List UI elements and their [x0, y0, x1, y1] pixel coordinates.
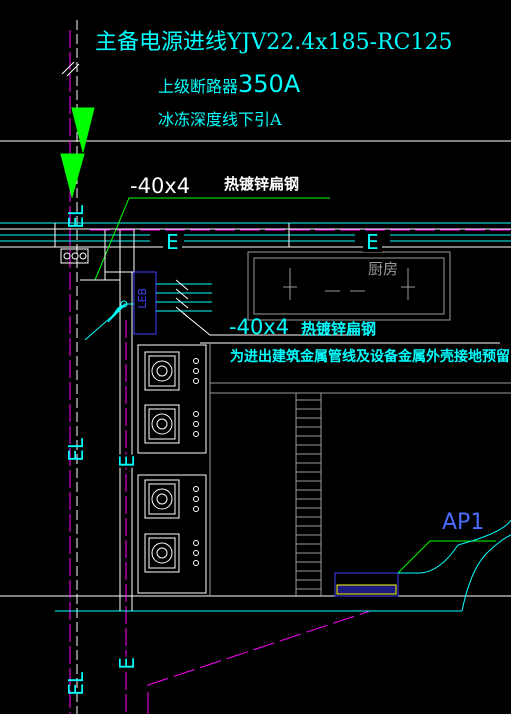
upper-breaker-label: 上级断路器350A — [158, 72, 300, 96]
flat-steel-size-1: -40x4 — [130, 174, 191, 198]
leb-box — [133, 271, 157, 335]
flat-steel-label-2: 热镀锌扁钢 — [301, 320, 377, 338]
green-arrow-2 — [60, 153, 85, 199]
kitchen-box — [247, 251, 451, 321]
stove-icon — [144, 404, 199, 444]
flat-steel-leader-green — [94, 197, 330, 281]
frost-depth-label: 冰冻深度线下引A — [158, 110, 282, 129]
magenta-diagonal — [147, 610, 371, 714]
flat-steel-leader-white — [182, 312, 360, 336]
e-label-vertical-2: E — [115, 657, 139, 670]
e-label-vertical-1: E — [115, 455, 139, 468]
stove-icon — [144, 533, 199, 573]
el-label-mid: EL — [64, 438, 88, 462]
kitchen-box-inner — [253, 257, 445, 315]
kitchen-label: 厨房 — [368, 260, 399, 278]
e-label-horizontal-2: E — [363, 232, 382, 252]
hatch-2 — [175, 288, 189, 300]
stove-icon — [144, 479, 199, 519]
e-label-horizontal-1: E — [163, 232, 182, 252]
leb-label: LEB — [136, 288, 149, 309]
ladder-rungs — [296, 399, 321, 590]
right-curve-wall-2 — [461, 534, 511, 612]
flat-steel-size-2: -40x4 — [229, 315, 290, 339]
green-arrow-1 — [71, 107, 95, 153]
terminal-2 — [71, 252, 79, 260]
terminal-3 — [79, 252, 87, 260]
right-curve-wall — [398, 519, 511, 574]
upper-breaker-prefix: 上级断路器 — [158, 77, 239, 96]
upper-breaker-value: 350A — [238, 70, 301, 98]
ap1-hatch — [336, 584, 397, 595]
ap1-label: AP1 — [442, 510, 485, 535]
ap1-leader — [397, 540, 496, 574]
break-mark-1 — [61, 61, 75, 75]
bonding-note: 为进出建筑金属管线及设备金属外壳接地预留 — [230, 349, 510, 365]
flat-steel-label-1: 热镀锌扁钢 — [224, 175, 300, 193]
el-label-bottom: EL — [64, 672, 88, 696]
terminal-1 — [63, 252, 71, 260]
el-label-top: EL — [64, 205, 88, 229]
stove-group-lower — [137, 474, 207, 594]
main-feeder-label: 主备电源进线YJV22.4x185-RC125 — [95, 30, 453, 55]
stove-icon — [144, 351, 199, 391]
hatch-3 — [175, 297, 189, 309]
stove-group-upper — [137, 344, 207, 454]
break-mark-2 — [66, 63, 80, 77]
ap1-box — [334, 572, 399, 597]
terminal-box — [60, 248, 89, 264]
hatch-1 — [175, 279, 189, 291]
stoves — [144, 351, 199, 573]
